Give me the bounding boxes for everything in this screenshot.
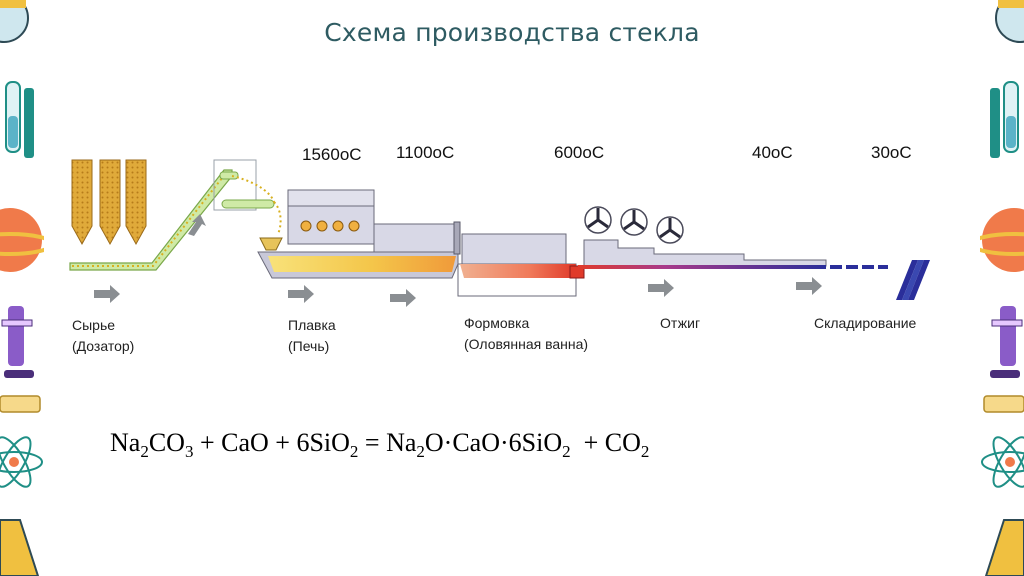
glass-storage-stack — [896, 260, 930, 300]
temperature-label: 30оС — [871, 143, 912, 162]
flow-arrow-icon — [796, 277, 822, 295]
stage-label: Сырье — [72, 317, 115, 333]
book-icon — [0, 395, 41, 413]
planet-icon — [980, 208, 1024, 272]
cut-glass-sheets — [830, 265, 888, 269]
temperature-label: 40оС — [752, 143, 793, 162]
planet-icon — [0, 208, 44, 272]
tin-bath — [457, 233, 585, 297]
flask-icon — [0, 0, 29, 43]
process-diagram-svg: 1560оС 1100оС 600оС 40оС 30оС — [69, 143, 930, 354]
decorative-border-left — [0, 0, 44, 576]
stage-sublabel: (Оловянная ванна) — [464, 336, 588, 352]
temperature-label: 1560оС — [302, 145, 362, 164]
test-tube-icon — [5, 81, 34, 158]
glass-ribbon — [578, 265, 826, 269]
melting-furnace — [257, 189, 459, 279]
fan-icon — [656, 216, 684, 244]
stage-label: Складирование — [814, 315, 917, 331]
chemical-equation: Na2CO3 + CaO + 6SiO2 = Na2O·CaO·6SiO2 + … — [110, 428, 650, 461]
fan-icon — [584, 206, 612, 234]
conveyor-belt — [69, 159, 282, 271]
book-icon — [983, 395, 1024, 413]
fan-icon — [620, 208, 648, 236]
test-tube-icon — [990, 81, 1019, 158]
furnace-gate — [453, 221, 461, 255]
atom-icon — [981, 436, 1024, 488]
microscope-icon — [990, 306, 1023, 378]
flow-arrow-icon — [94, 285, 120, 303]
microscope-icon — [1, 306, 34, 378]
glass-production-diagram: 1560оС 1100оС 600оС 40оС 30оС — [60, 130, 960, 380]
beaker-icon — [0, 519, 40, 576]
temperature-label: 1100оС — [396, 143, 454, 162]
stage-label: Отжиг — [660, 315, 700, 331]
flask-icon — [995, 0, 1024, 43]
direction-arrow-icon — [188, 214, 206, 236]
beaker-icon — [984, 519, 1024, 576]
stage-label: Плавка — [288, 317, 336, 333]
furnace-feeder — [259, 237, 283, 251]
flow-arrow-icon — [648, 279, 674, 297]
batch-hoppers — [71, 159, 147, 246]
flow-arrow-icon — [390, 289, 416, 307]
decorative-border-right — [980, 0, 1024, 576]
atom-icon — [0, 436, 43, 488]
stage-sublabel: (Печь) — [288, 338, 329, 354]
stage-label: Формовка — [464, 315, 529, 331]
stage-sublabel: (Дозатор) — [72, 338, 134, 354]
page-title: Схема производства стекла — [324, 18, 700, 47]
annealing-lehr — [583, 206, 827, 267]
flow-arrow-icon — [288, 285, 314, 303]
temperature-label: 600оС — [554, 143, 604, 162]
